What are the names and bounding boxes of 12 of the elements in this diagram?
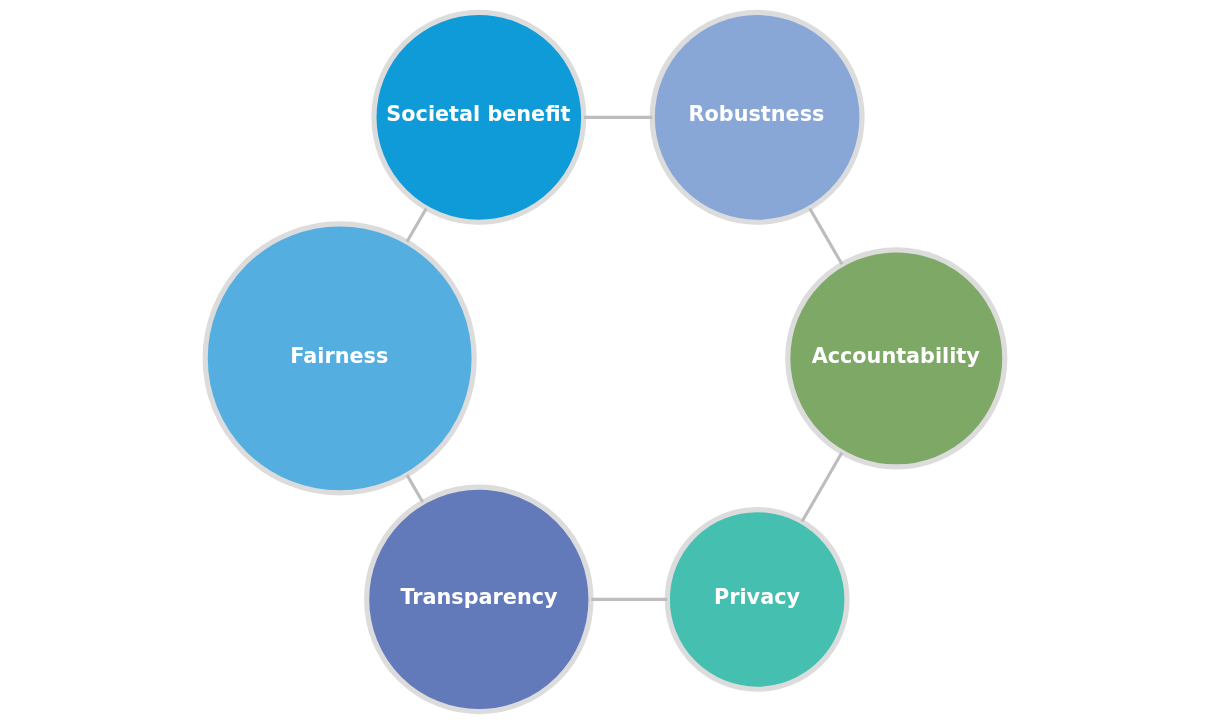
connector xyxy=(405,474,424,503)
node-circle: Transparency xyxy=(363,484,594,715)
connector xyxy=(590,597,667,601)
connector xyxy=(807,207,843,266)
node-circle: Societal benefit xyxy=(370,9,586,225)
node-circle: Accountability xyxy=(784,247,1007,470)
node-circle: Fairness xyxy=(202,221,477,496)
connector xyxy=(583,115,652,119)
node-circle: Robustness xyxy=(649,9,865,225)
node-circle: Privacy xyxy=(664,506,850,692)
connector xyxy=(800,451,843,523)
connector xyxy=(405,207,428,243)
